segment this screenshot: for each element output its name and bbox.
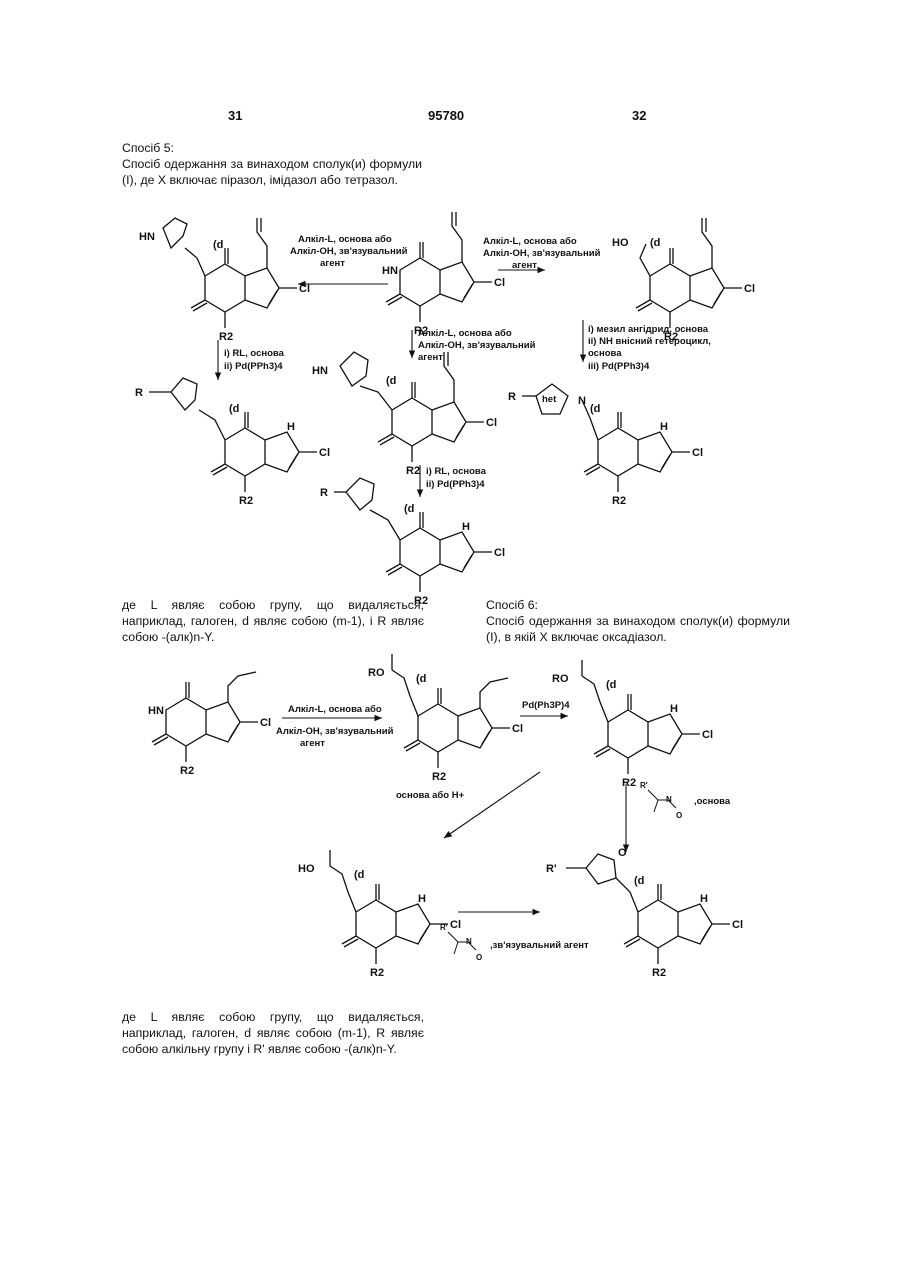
svg-text:H: H <box>670 703 678 715</box>
svg-text:HO: HO <box>298 863 315 875</box>
svg-text:N: N <box>578 395 586 407</box>
svg-text:(d: (d <box>404 503 414 515</box>
svg-text:Алкіл-ОН, зв'язувальний: Алкіл-ОН, зв'язувальний <box>276 726 394 737</box>
arrow-hydrolysis <box>444 772 540 838</box>
svg-text:Pd(Ph3P)4: Pd(Ph3P)4 <box>522 700 570 711</box>
svg-text:HO: HO <box>612 237 629 249</box>
svg-text:i) мезил ангідрид, основа: i) мезил ангідрид, основа <box>588 324 709 335</box>
svg-text:,основа: ,основа <box>694 796 731 807</box>
svg-text:(d: (d <box>650 237 660 249</box>
svg-text:Алкіл-L, основа або: Алкіл-L, основа або <box>298 234 392 245</box>
svg-text:Cl: Cl <box>260 717 271 729</box>
svg-text:Cl: Cl <box>299 283 310 295</box>
svg-text:,зв'язувальний агент: ,зв'язувальний агент <box>490 940 589 951</box>
svg-text:R2: R2 <box>432 771 446 783</box>
svg-text:Cl: Cl <box>494 547 505 559</box>
svg-text:Алкіл-L, основа або: Алкіл-L, основа або <box>288 704 382 715</box>
svg-text:N: N <box>466 937 472 946</box>
svg-text:агент: агент <box>512 260 537 271</box>
svg-text:R': R' <box>640 781 648 790</box>
svg-text:R': R' <box>440 923 448 932</box>
svg-text:Cl: Cl <box>512 723 523 735</box>
xanthine-start-scheme5: HN Cl R2 <box>382 212 505 337</box>
svg-text:ii) Pd(PPh3)4: ii) Pd(PPh3)4 <box>426 479 485 490</box>
svg-text:R': R' <box>546 863 557 875</box>
svg-text:HN: HN <box>148 705 164 717</box>
svg-text:Cl: Cl <box>692 447 703 459</box>
svg-text:R2: R2 <box>239 495 253 507</box>
svg-text:(d: (d <box>213 239 223 251</box>
svg-text:Cl: Cl <box>319 447 330 459</box>
svg-text:(d: (d <box>590 403 600 415</box>
deprotected-ester: RO (d H Cl R2 <box>552 660 713 789</box>
amidoxime-reagent-bottom: R' N O <box>440 923 482 962</box>
svg-text:Cl: Cl <box>486 417 497 429</box>
svg-text:R2: R2 <box>414 595 428 607</box>
svg-text:H: H <box>287 421 295 433</box>
svg-text:H: H <box>418 893 426 905</box>
svg-text:i) RL, основа: i) RL, основа <box>224 348 285 359</box>
svg-text:R: R <box>135 387 143 399</box>
svg-text:(d: (d <box>386 375 396 387</box>
svg-text:N: N <box>666 795 672 804</box>
svg-text:Алкіл-ОН, зв'язувальний: Алкіл-ОН, зв'язувальний <box>483 248 601 259</box>
svg-text:HN: HN <box>139 231 155 243</box>
svg-text:Cl: Cl <box>732 919 743 931</box>
svg-text:(d: (d <box>229 403 239 415</box>
svg-text:(d: (d <box>416 673 426 685</box>
svg-text:(d: (d <box>354 869 364 881</box>
svg-text:Алкіл-ОН, зв'язувальний: Алкіл-ОН, зв'язувальний <box>418 340 536 351</box>
svg-text:Cl: Cl <box>494 277 505 289</box>
svg-text:R: R <box>320 487 328 499</box>
svg-text:H: H <box>660 421 668 433</box>
pyrazole-final-product: R (d H Cl R2 <box>135 378 330 507</box>
carboxylic-acid-intermediate: HO (d H Cl R2 <box>298 850 461 979</box>
svg-text:основа: основа <box>588 348 622 359</box>
svg-text:H: H <box>700 893 708 905</box>
svg-text:HN: HN <box>312 365 328 377</box>
heterocycle-final-product: R het N (d H Cl R2 <box>508 384 703 507</box>
svg-text:ii) Pd(PPh3)4: ii) Pd(PPh3)4 <box>224 361 283 372</box>
imidazole-final-product: R (d H Cl R2 <box>320 478 505 607</box>
svg-text:(d: (d <box>634 875 644 887</box>
svg-text:ii) NH внісний гетероцикл,: ii) NH внісний гетероцикл, <box>588 336 711 347</box>
amidoxime-reagent-right: R' N O <box>640 781 682 820</box>
svg-text:O: O <box>676 811 682 820</box>
svg-text:(d: (d <box>606 679 616 691</box>
svg-text:R2: R2 <box>612 495 626 507</box>
svg-text:агент: агент <box>300 738 325 749</box>
ester-intermediate: RO (d Cl R2 <box>368 654 523 783</box>
svg-text:HN: HN <box>382 265 398 277</box>
svg-text:R: R <box>508 391 516 403</box>
svg-text:Алкіл-ОН, зв'язувальний: Алкіл-ОН, зв'язувальний <box>290 246 408 257</box>
svg-text:Алкіл-L, основа або: Алкіл-L, основа або <box>483 236 577 247</box>
svg-text:RO: RO <box>368 667 385 679</box>
svg-text:Cl: Cl <box>744 283 755 295</box>
svg-text:R2: R2 <box>622 777 636 789</box>
svg-text:RO: RO <box>552 673 569 685</box>
xanthine-start-scheme6: HN Cl R2 <box>148 672 271 777</box>
svg-text:O: O <box>476 953 482 962</box>
svg-text:het: het <box>542 394 557 405</box>
svg-text:iii) Pd(PPh3)4: iii) Pd(PPh3)4 <box>588 361 650 372</box>
svg-text:основа або H+: основа або H+ <box>396 790 465 801</box>
svg-text:R2: R2 <box>406 465 420 477</box>
svg-text:Алкіл-L, основа або: Алкіл-L, основа або <box>418 328 512 339</box>
svg-text:R2: R2 <box>219 331 233 343</box>
svg-text:H: H <box>462 521 470 533</box>
svg-text:агент: агент <box>320 258 345 269</box>
imidazole-intermediate: HN (d Cl R2 <box>312 352 497 477</box>
svg-text:i) RL, основа: i) RL, основа <box>426 466 487 477</box>
svg-text:агент: агент <box>418 352 443 363</box>
oxadiazole-final-product: R' O (d H Cl R2 <box>546 847 743 979</box>
pyrazole-intermediate: Cl R2 HN (d <box>139 218 310 343</box>
svg-text:Cl: Cl <box>702 729 713 741</box>
svg-text:Cl: Cl <box>450 919 461 931</box>
svg-text:R2: R2 <box>180 765 194 777</box>
svg-text:R2: R2 <box>652 967 666 979</box>
svg-text:R2: R2 <box>370 967 384 979</box>
